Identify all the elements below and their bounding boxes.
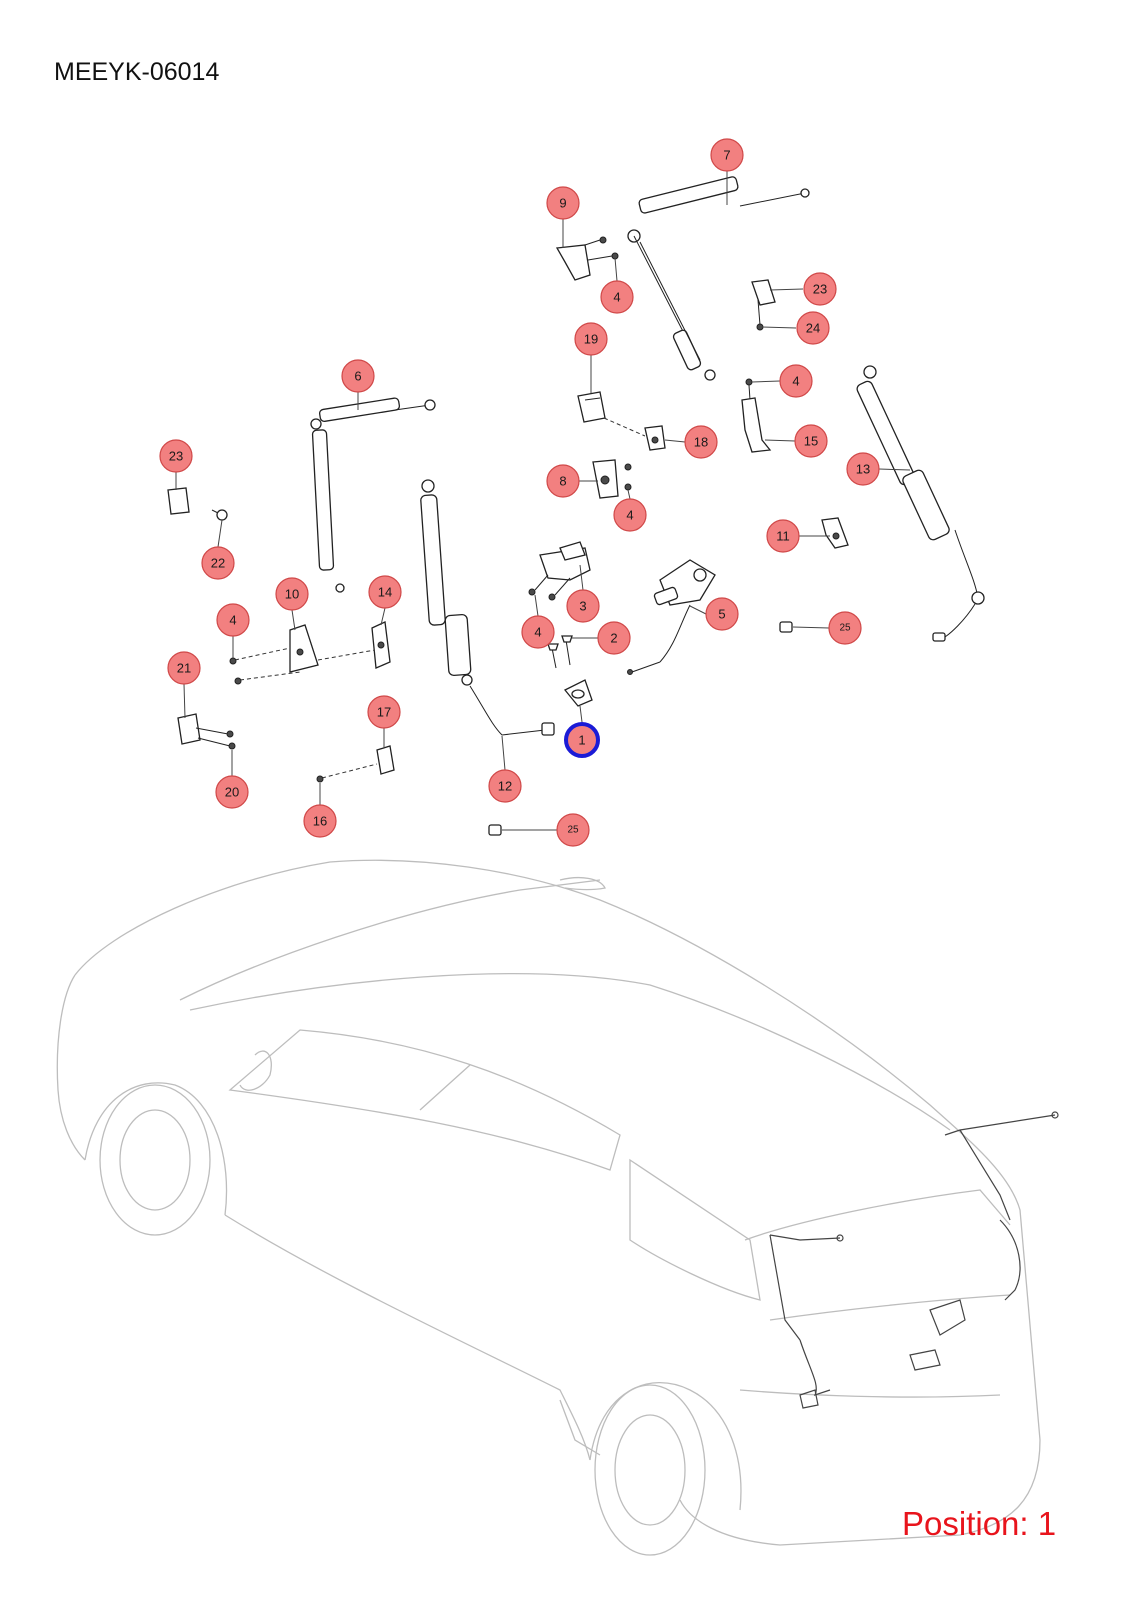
callout[interactable]: 25 — [556, 813, 590, 847]
callout[interactable]: 13 — [846, 452, 880, 486]
callout[interactable]: 20 — [215, 775, 249, 809]
callout[interactable]: 4 — [779, 364, 813, 398]
cap-25-right — [779, 621, 793, 633]
bracket-11 — [821, 517, 849, 549]
callout[interactable]: 4 — [613, 498, 647, 532]
striker-1 — [563, 679, 593, 707]
callout-label: 3 — [579, 599, 586, 614]
exploded-parts — [167, 176, 985, 836]
callout[interactable]: 2 — [597, 621, 631, 655]
callout-label: 14 — [378, 585, 392, 600]
callout[interactable]: 19 — [574, 322, 608, 356]
callout-selected[interactable]: 1 — [564, 722, 600, 758]
callout-label: 17 — [377, 705, 391, 720]
callout-label: 4 — [534, 625, 541, 640]
callout-label: 25 — [567, 825, 579, 836]
switch-19 — [577, 391, 646, 437]
callout-label: 23 — [169, 449, 183, 464]
callout[interactable]: 23 — [159, 439, 193, 473]
vehicle-outline — [56, 859, 1041, 1556]
callout[interactable]: 7 — [710, 138, 744, 172]
bracket-8 — [592, 459, 632, 499]
callout[interactable]: 16 — [303, 804, 337, 838]
callout[interactable]: 4 — [216, 603, 250, 637]
callout-label: 4 — [626, 508, 633, 523]
callout[interactable]: 4 — [600, 280, 634, 314]
power-strut-right — [856, 365, 985, 642]
callout-label: 24 — [806, 321, 820, 336]
gas-strut-upper-left — [310, 397, 436, 593]
callout[interactable]: 3 — [566, 589, 600, 623]
callout[interactable]: 10 — [275, 577, 309, 611]
latch-motor-5 — [627, 559, 716, 675]
callout-label: 20 — [225, 785, 239, 800]
callout[interactable]: 22 — [201, 546, 235, 580]
power-strut-middle — [420, 479, 555, 736]
callout-label: 23 — [813, 282, 827, 297]
callout[interactable]: 6 — [341, 359, 375, 393]
callout-label: 4 — [613, 290, 620, 305]
callout-label: 13 — [856, 462, 870, 477]
cap-23-left — [167, 487, 228, 521]
callout[interactable]: 18 — [684, 425, 718, 459]
callout[interactable]: 14 — [368, 575, 402, 609]
callout[interactable]: 5 — [705, 597, 739, 631]
callout-label: 1 — [578, 733, 585, 748]
callout-label: 11 — [776, 529, 790, 544]
hinge-15 — [741, 378, 772, 453]
callout[interactable]: 21 — [167, 651, 201, 685]
callout-label: 8 — [559, 474, 566, 489]
callout-label: 4 — [792, 374, 799, 389]
gas-strut-upper-right — [627, 176, 810, 381]
callout-label: 12 — [498, 779, 512, 794]
switch-21 — [177, 713, 236, 750]
bracket-17 — [316, 745, 395, 783]
callout[interactable]: 4 — [521, 615, 555, 649]
vehicle-installed-parts — [769, 1111, 1059, 1409]
callout-label: 2 — [610, 631, 617, 646]
cap-25-bottom — [488, 824, 502, 836]
callout[interactable]: 24 — [796, 311, 830, 345]
callout[interactable]: 25 — [828, 611, 862, 645]
bolt-2 — [547, 635, 573, 669]
callout[interactable]: 9 — [546, 186, 580, 220]
bracket-18 — [644, 425, 666, 451]
callout[interactable]: 23 — [803, 272, 837, 306]
callout-label: 22 — [211, 556, 225, 571]
callout-label: 5 — [718, 607, 725, 622]
cap-23-upper — [751, 279, 776, 331]
callout[interactable]: 8 — [546, 464, 580, 498]
callout-label: 7 — [723, 148, 730, 163]
callout[interactable]: 12 — [488, 769, 522, 803]
latch-3 — [528, 541, 591, 601]
leader-lines — [175, 171, 911, 831]
callout-label: 9 — [559, 196, 566, 211]
callout-label: 10 — [285, 587, 299, 602]
diagram-code: MEEYK-06014 — [54, 58, 220, 86]
callout-label: 16 — [313, 814, 327, 829]
callout-label: 25 — [839, 623, 851, 634]
callout-label: 4 — [229, 613, 236, 628]
callout-label: 21 — [177, 661, 191, 676]
bracket-9 — [555, 236, 619, 281]
callout-label: 6 — [354, 369, 361, 384]
callout-label: 15 — [804, 434, 818, 449]
callout[interactable]: 11 — [766, 519, 800, 553]
bracket-10 — [229, 624, 376, 685]
position-label: Position: 1 — [902, 1505, 1057, 1542]
callout[interactable]: 17 — [367, 695, 401, 729]
callout-label: 18 — [694, 435, 708, 450]
bracket-14 — [371, 621, 391, 669]
callout-label: 19 — [584, 332, 598, 347]
callout[interactable]: 15 — [794, 424, 828, 458]
